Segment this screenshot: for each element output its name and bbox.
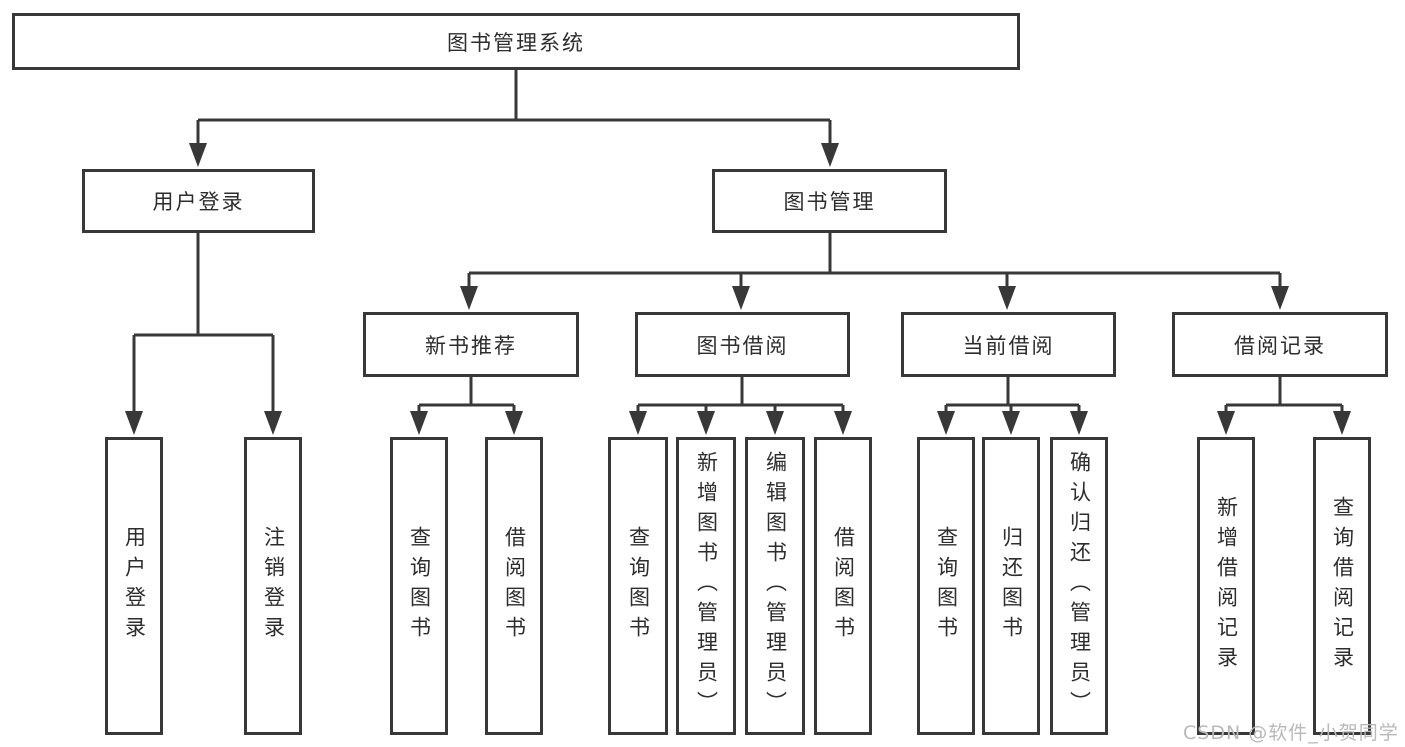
node-current-borrow: 当前借阅 — [901, 312, 1116, 377]
leaf-add-borrow-record: 新增借阅记录 — [1197, 437, 1255, 735]
node-label: 当前借阅 — [962, 333, 1055, 358]
leaf-borrow-books: 借阅图书 — [814, 437, 872, 735]
node-label: 图书管理 — [783, 190, 876, 214]
node-label: 注销登录 — [261, 526, 286, 646]
node-label: 查询借阅记录 — [1330, 496, 1355, 676]
leaf-user-login: 用户登录 — [105, 437, 163, 735]
node-label: 查询图书 — [407, 526, 432, 646]
leaf-logout: 注销登录 — [244, 437, 302, 735]
node-library-management-system: 图书管理系统 — [12, 13, 1020, 70]
node-label: 用户登录 — [152, 190, 245, 214]
leaf-confirm-return-admin: 确认归还（管理员） — [1050, 437, 1108, 735]
node-label: 借阅记录 — [1234, 333, 1326, 358]
node-label: 借阅图书 — [502, 526, 527, 646]
leaf-query-books-recommend: 查询图书 — [390, 437, 448, 735]
node-label: 用户登录 — [122, 526, 147, 646]
node-label: 新增图书（管理员） — [694, 451, 719, 721]
node-label: 归还图书 — [999, 526, 1024, 646]
node-book-borrow: 图书借阅 — [635, 312, 850, 377]
node-label: 编辑图书（管理员） — [763, 451, 788, 721]
leaf-add-book-admin: 新增图书（管理员） — [676, 437, 736, 735]
node-label: 查询图书 — [626, 526, 651, 646]
node-label: 新书推荐 — [425, 333, 517, 358]
node-label: 查询图书 — [934, 526, 959, 646]
node-borrow-records: 借阅记录 — [1172, 312, 1388, 377]
node-label: 新增借阅记录 — [1214, 496, 1239, 676]
leaf-query-books-current: 查询图书 — [917, 437, 975, 735]
leaf-query-borrow-record: 查询借阅记录 — [1313, 437, 1371, 735]
leaf-return-book: 归还图书 — [982, 437, 1040, 735]
node-user-login: 用户登录 — [82, 169, 315, 233]
csdn-watermark: CSDN @软件_小贺同学 — [1183, 722, 1399, 744]
node-label: 图书管理系统 — [447, 30, 585, 55]
node-label: 借阅图书 — [831, 526, 856, 646]
leaf-edit-book-admin: 编辑图书（管理员） — [745, 437, 805, 735]
leaf-borrow-books-recommend: 借阅图书 — [485, 437, 543, 735]
leaf-query-books-borrow: 查询图书 — [608, 437, 668, 735]
node-new-book-recommend: 新书推荐 — [363, 312, 579, 377]
node-label: 确认归还（管理员） — [1067, 451, 1092, 721]
node-label: 图书借阅 — [696, 333, 789, 358]
node-book-management: 图书管理 — [712, 169, 947, 233]
